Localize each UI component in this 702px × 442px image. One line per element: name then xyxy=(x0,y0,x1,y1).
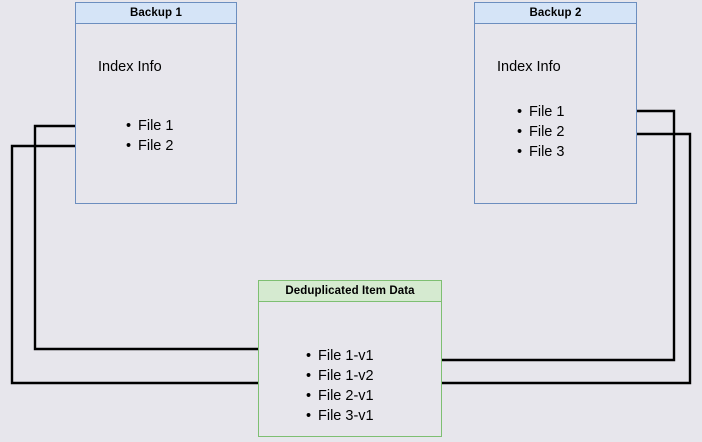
backup-2-header: Backup 2 xyxy=(475,3,636,24)
list-item: File 2-v1 xyxy=(306,386,374,406)
backup-2-box[interactable]: Backup 2 Index Info File 1 File 2 File 3 xyxy=(474,2,637,204)
backup-1-file-list: File 1 File 2 xyxy=(124,116,174,156)
backup-1-box[interactable]: Backup 1 Index Info File 1 File 2 xyxy=(75,2,237,204)
list-item: File 2 xyxy=(126,136,174,156)
backup-1-header: Backup 1 xyxy=(76,3,236,24)
deduplicated-file-list: File 1-v1 File 1-v2 File 2-v1 File 3-v1 xyxy=(304,346,374,426)
backup-1-body: Index Info File 1 File 2 xyxy=(76,24,236,203)
list-item: File 1 xyxy=(517,102,565,122)
backup-2-file-list: File 1 File 2 File 3 xyxy=(515,102,565,162)
backup-2-body: Index Info File 1 File 2 File 3 xyxy=(475,24,636,203)
list-item: File 1-v2 xyxy=(306,366,374,386)
backup-2-subtitle: Index Info xyxy=(497,59,561,75)
deduplicated-item-data-box[interactable]: Deduplicated Item Data File 1-v1 File 1-… xyxy=(258,280,442,437)
list-item: File 1 xyxy=(126,116,174,136)
list-item: File 3-v1 xyxy=(306,406,374,426)
deduplicated-item-data-header: Deduplicated Item Data xyxy=(259,281,441,302)
list-item: File 3 xyxy=(517,142,565,162)
backup-1-subtitle: Index Info xyxy=(98,59,162,75)
list-item: File 1-v1 xyxy=(306,346,374,366)
list-item: File 2 xyxy=(517,122,565,142)
deduplicated-item-data-body: File 1-v1 File 1-v2 File 2-v1 File 3-v1 xyxy=(259,302,441,436)
